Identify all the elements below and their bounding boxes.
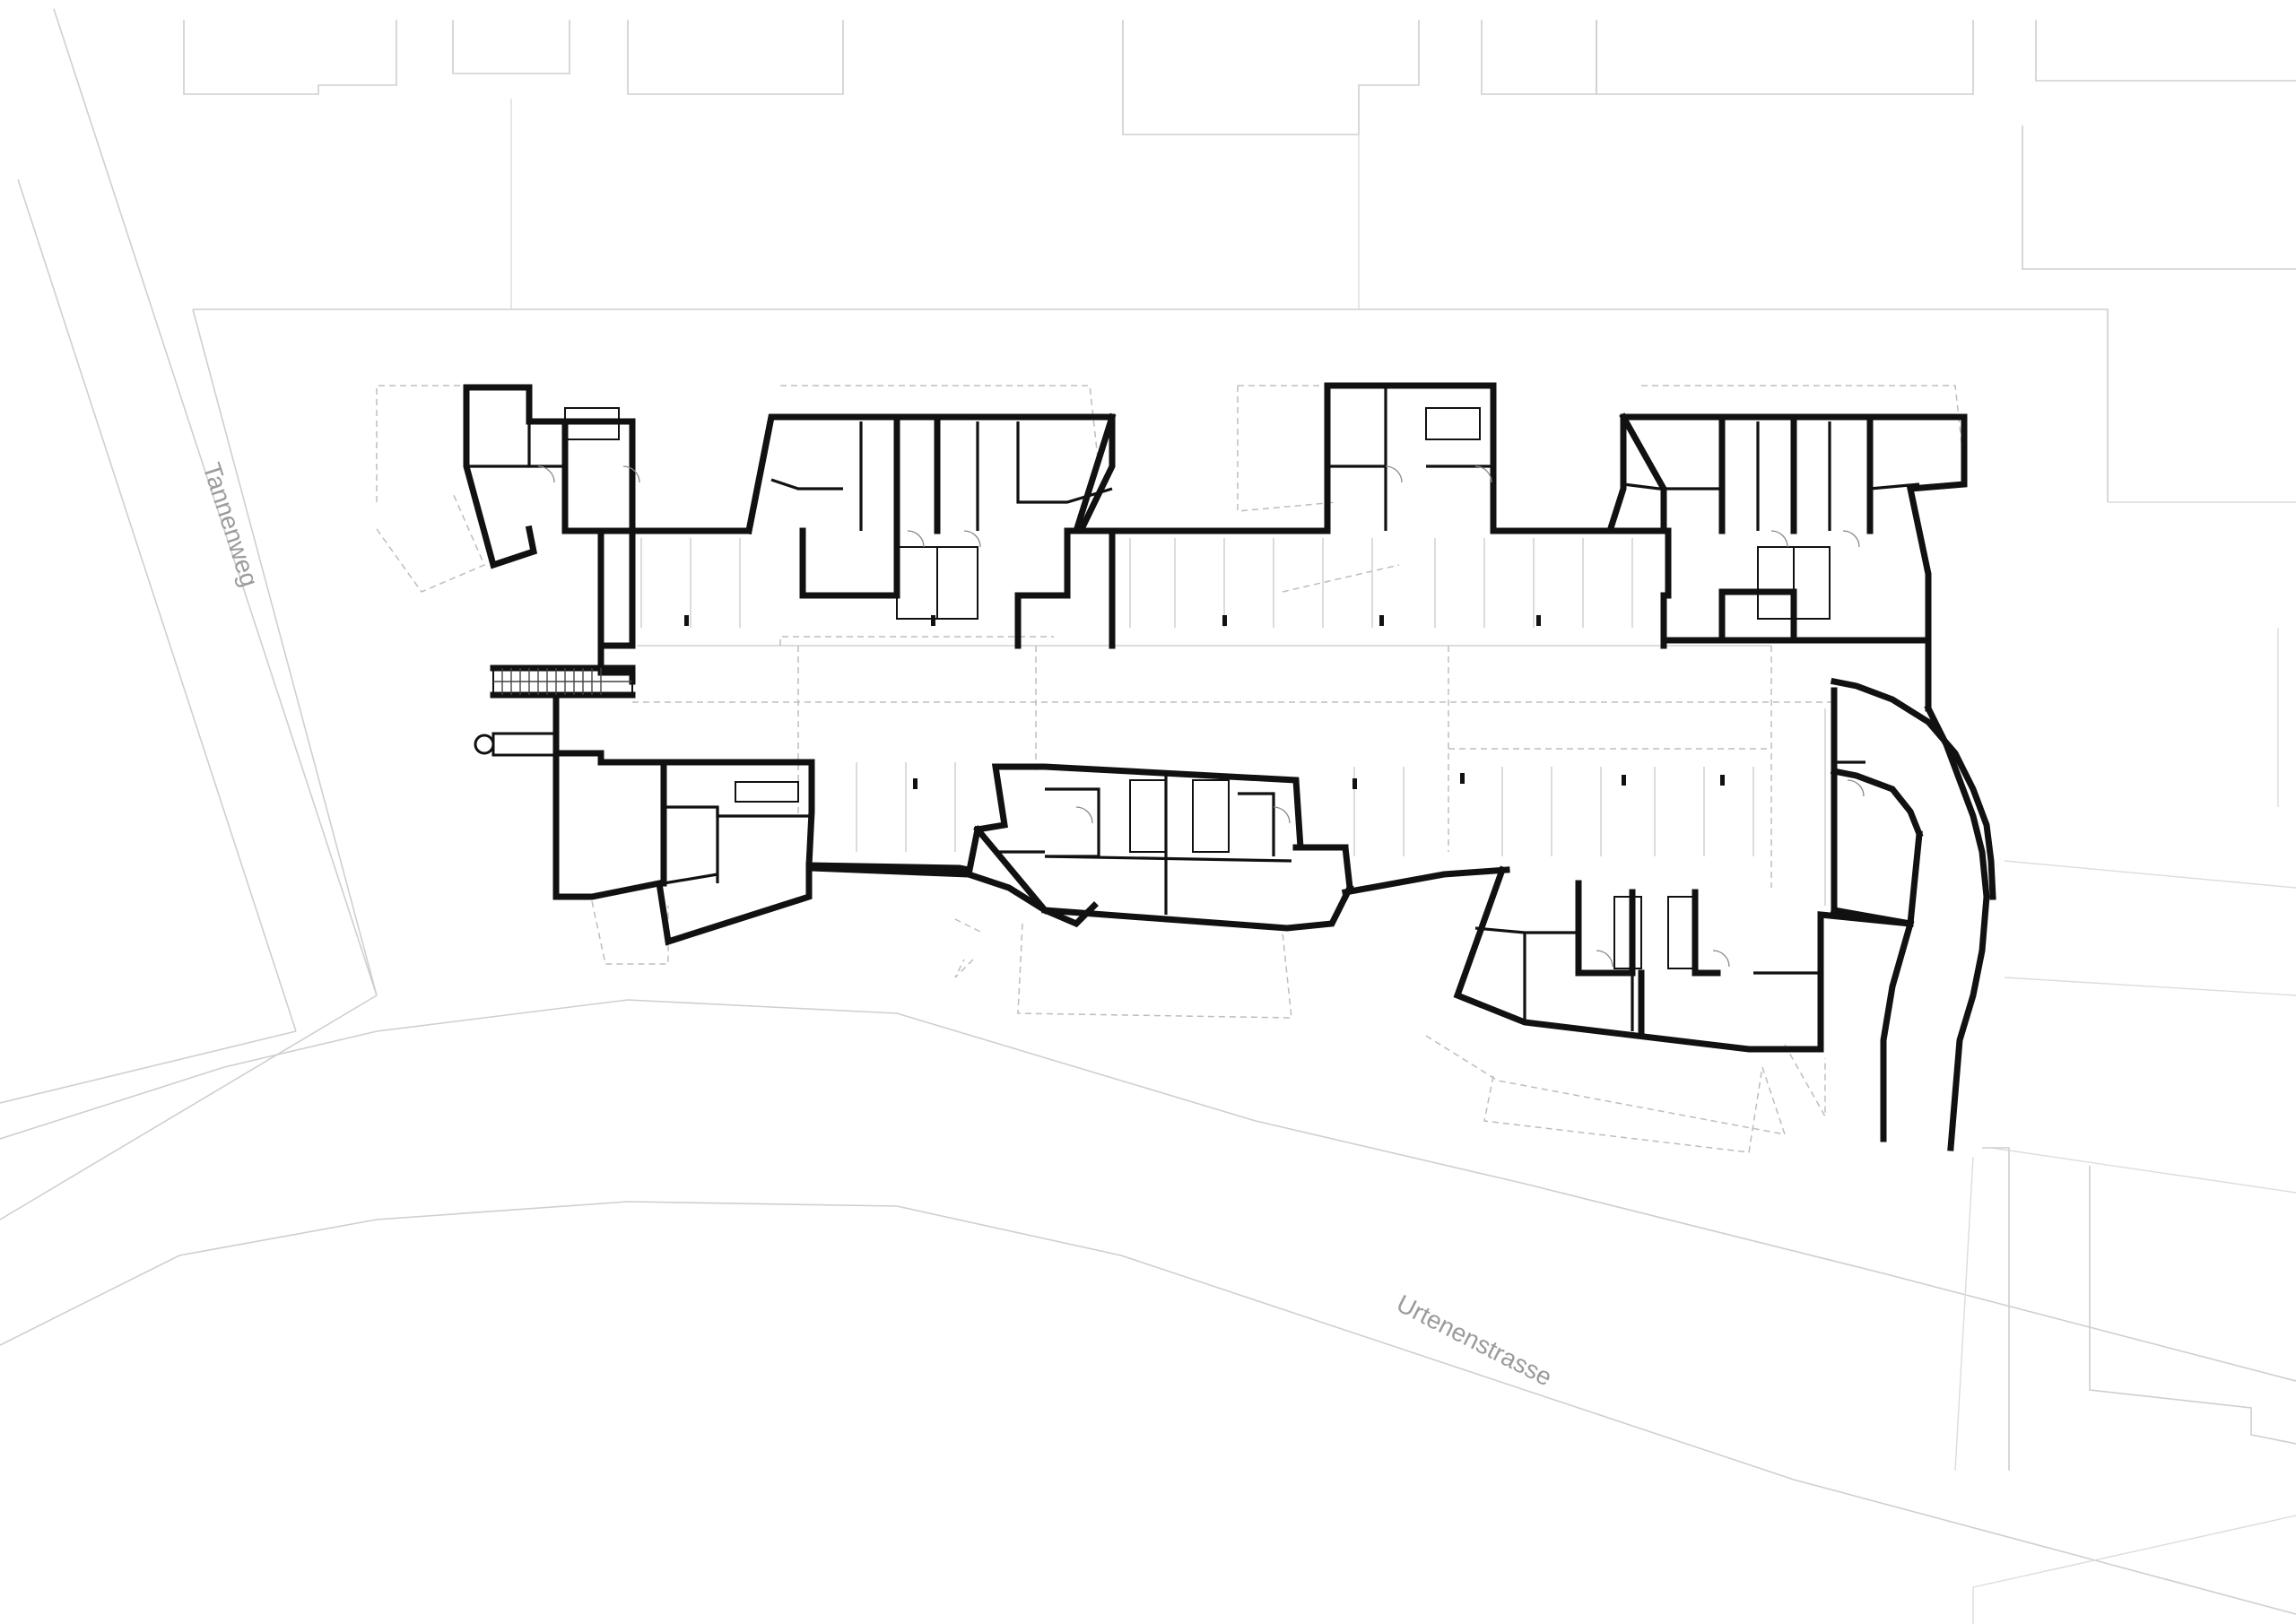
columns (684, 615, 1725, 789)
terrace-outlines (376, 385, 1965, 1153)
street-label-urtenenstrasse: Urtenenstrasse (1392, 1290, 1556, 1392)
parking-stalls (637, 538, 1835, 906)
site-context (0, 8, 2296, 1624)
interior-walls (466, 386, 1920, 1031)
building-walls (463, 382, 1996, 1151)
street-labels: Tannenweg Urtenenstrasse (197, 459, 1556, 1391)
door-swings (537, 465, 1865, 968)
street-label-tannenweg: Tannenweg (197, 459, 264, 590)
neighbour-buildings-north (183, 20, 2296, 309)
stairs (474, 407, 1831, 969)
